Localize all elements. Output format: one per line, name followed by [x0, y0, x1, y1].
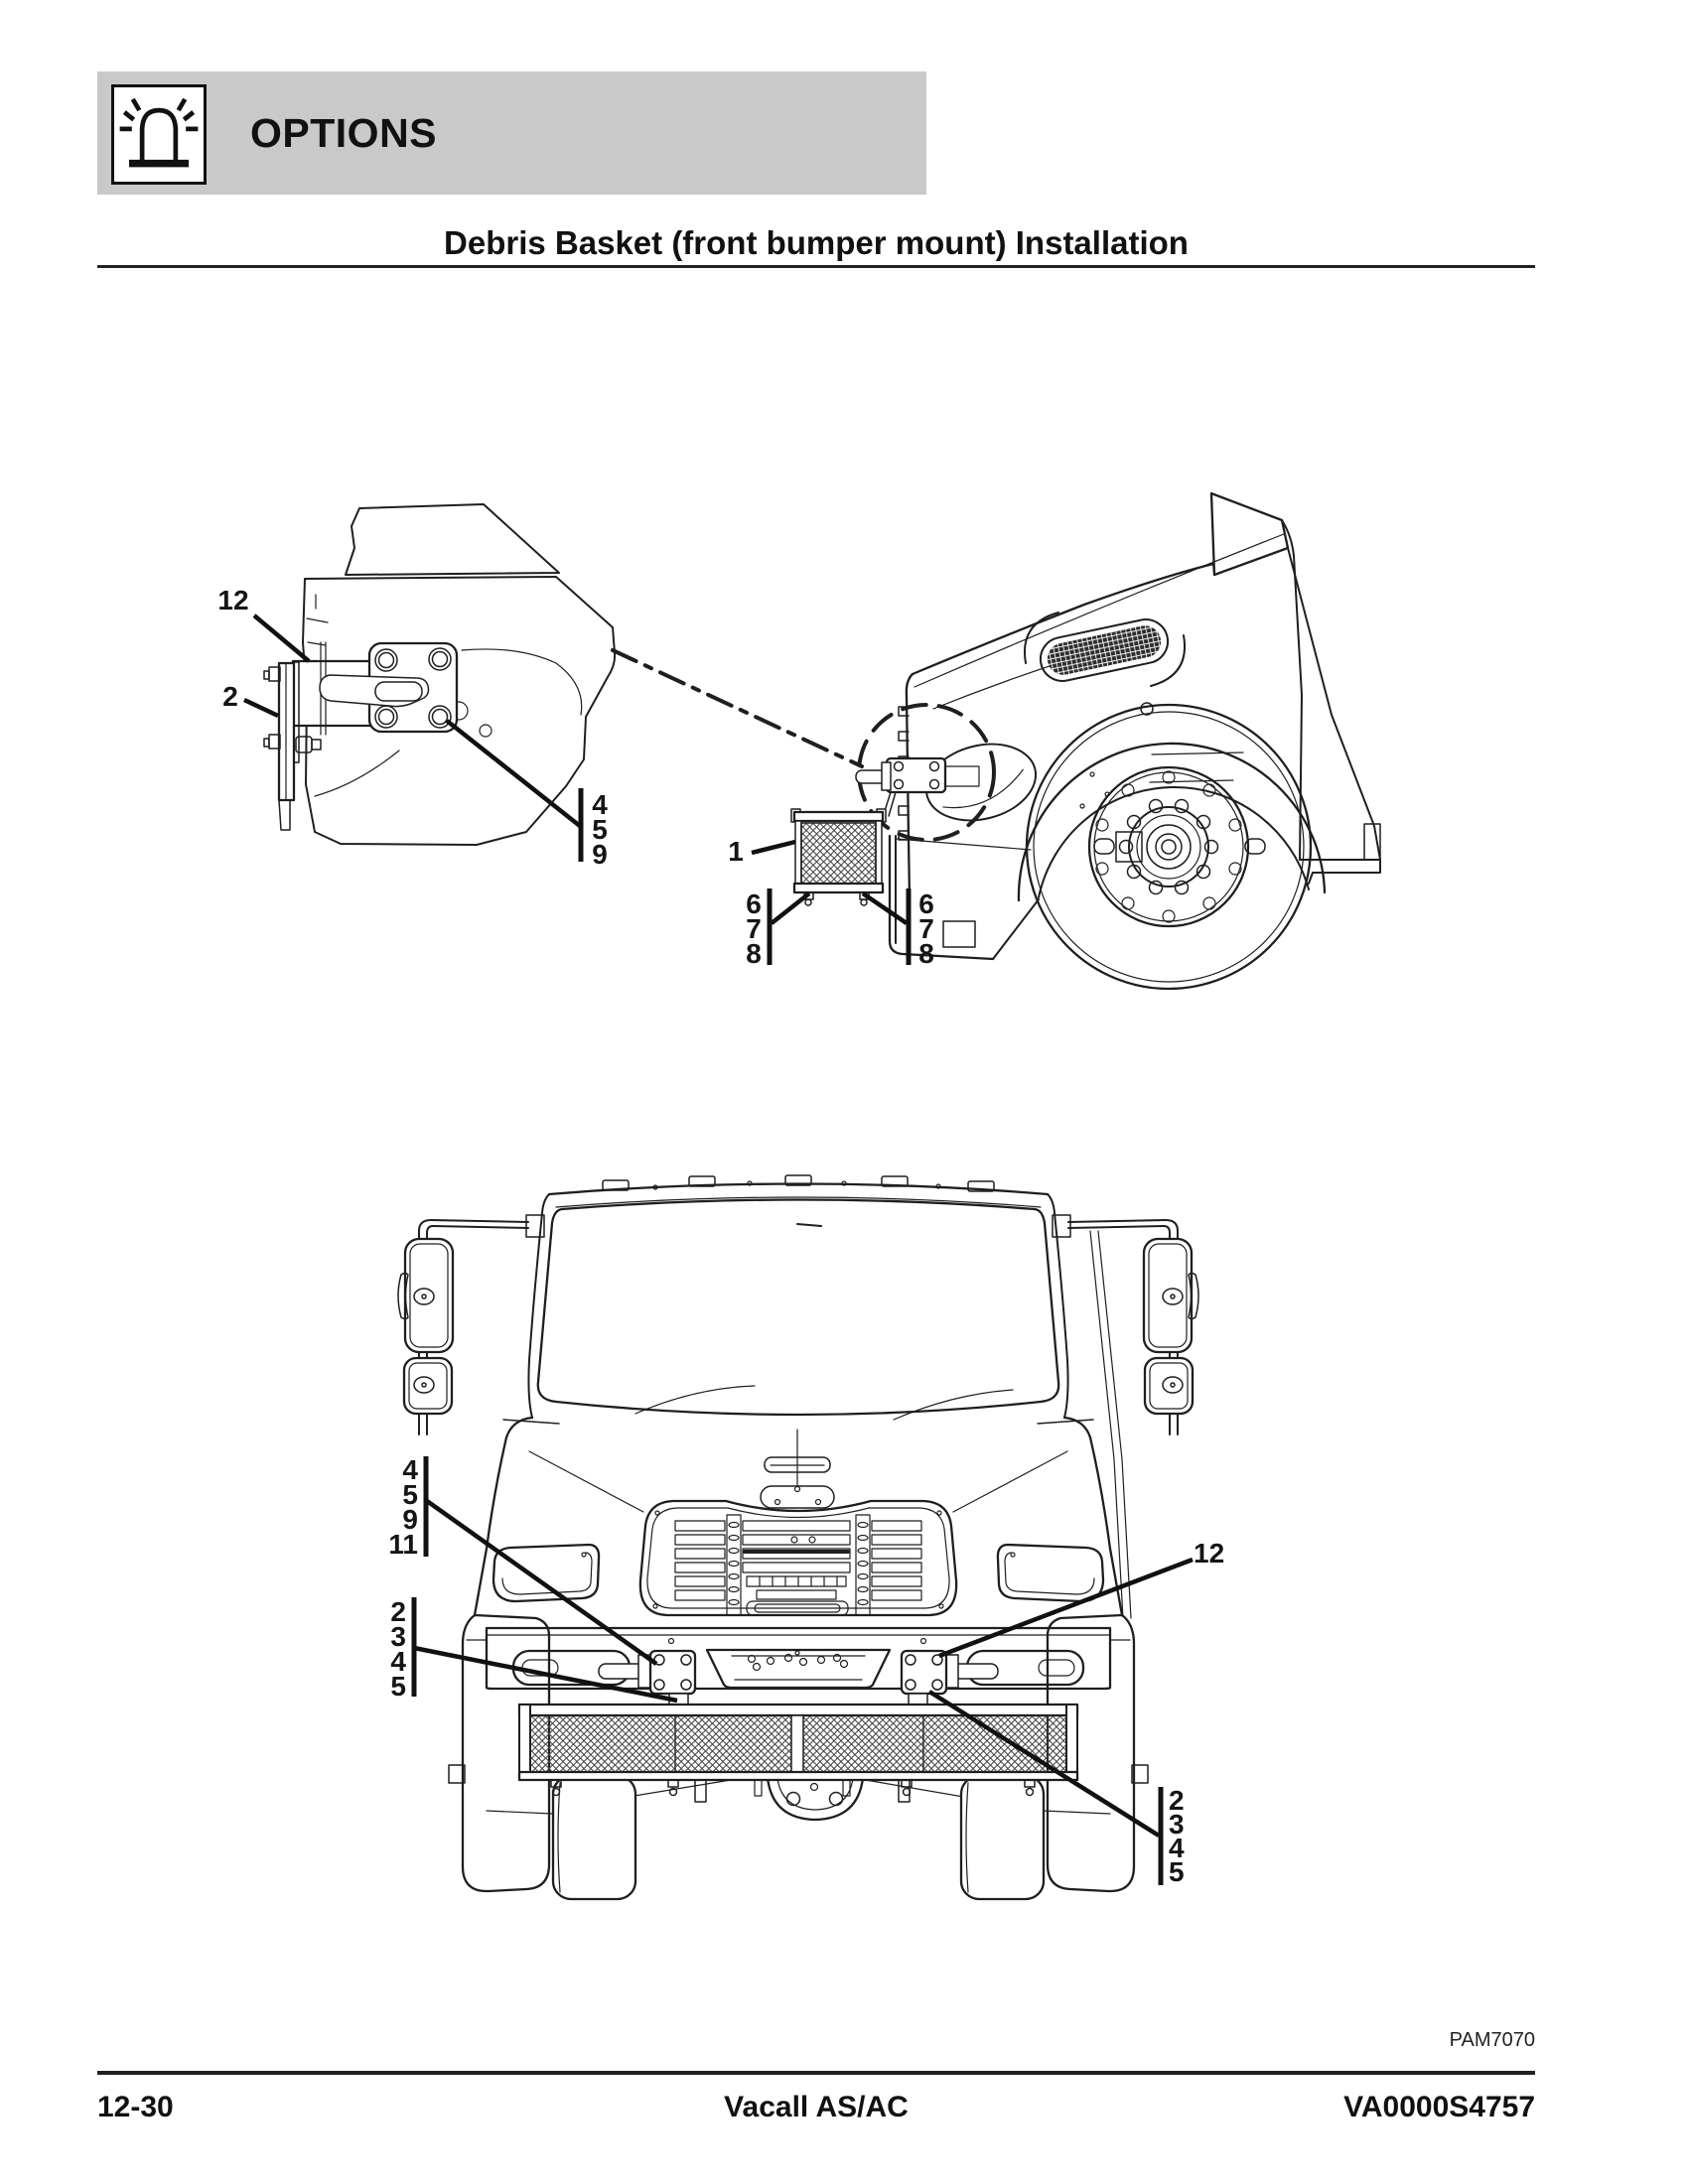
callout-group-6-7-8-left: 6 7 8	[746, 888, 762, 969]
figure-code: PAM7070	[1449, 2029, 1535, 2051]
callout-2-side: 2	[222, 681, 238, 712]
figure-front-view	[397, 1174, 1199, 1901]
front-view-callout-bars	[411, 1456, 1164, 1885]
footer-divider	[97, 2071, 1535, 2075]
callout-group-4-5-9-11: 4 5 9 11	[388, 1454, 418, 1560]
section-header-bar	[97, 71, 926, 195]
callout-group-4-5-9: 4 5 9	[592, 789, 608, 870]
callout-1: 1	[728, 836, 744, 867]
footer-doc-number: VA0000S4757	[1343, 2091, 1535, 2123]
front-view-leader-lines	[413, 1499, 1194, 1838]
figure-side-view	[243, 491, 1381, 991]
footer-model: Vacall AS/AC	[724, 2091, 909, 2123]
callout-group-6-7-8-right: 6 7 8	[918, 888, 934, 969]
side-view-leader-lines	[243, 614, 909, 925]
callout-12-front: 12	[1194, 1538, 1225, 1569]
callout-group-2-3-4-5-right: 2 3 4 5	[1169, 1785, 1185, 1887]
beacon-light-icon	[111, 84, 207, 185]
page-number: 12-30	[97, 2091, 174, 2123]
callout-group-2-3-4-5-left: 2 3 4 5	[390, 1596, 406, 1702]
section-title: OPTIONS	[250, 110, 438, 156]
title-divider	[97, 265, 1535, 268]
page-title: Debris Basket (front bumper mount) Insta…	[444, 224, 1189, 261]
side-view-callout-bars	[578, 788, 912, 965]
callout-12-side: 12	[217, 585, 249, 615]
